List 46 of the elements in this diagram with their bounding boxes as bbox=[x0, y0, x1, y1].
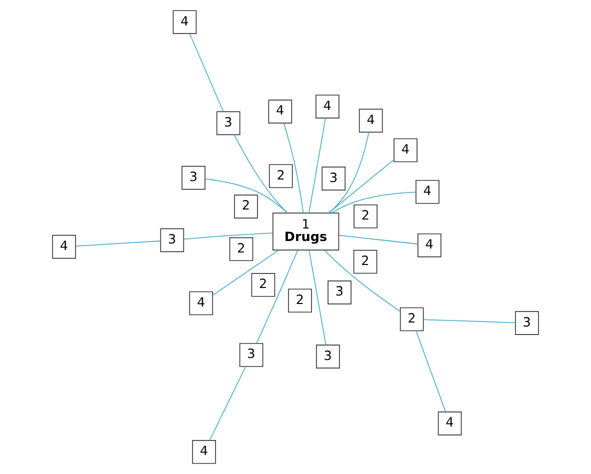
connector bbox=[324, 250, 401, 312]
node-box: 4 bbox=[268, 100, 292, 124]
node-box: 3 bbox=[328, 280, 352, 304]
node-box: 3 bbox=[182, 166, 206, 190]
node-box: 4 bbox=[418, 233, 442, 258]
connector bbox=[209, 366, 246, 440]
node-box: 3 bbox=[239, 343, 264, 367]
node-box: 2 bbox=[268, 164, 293, 188]
connector bbox=[212, 250, 279, 296]
connector bbox=[423, 319, 516, 324]
node-box: 2 bbox=[229, 237, 254, 262]
node-box: 4 bbox=[416, 180, 440, 204]
node-box: 3 bbox=[216, 111, 240, 136]
node-box: 2 bbox=[288, 288, 312, 313]
connector bbox=[75, 240, 161, 247]
node-box: 4 bbox=[192, 440, 216, 464]
node-box: 4 bbox=[394, 138, 418, 162]
node-box: 4 bbox=[52, 234, 76, 259]
node-box: 1 Drugs bbox=[272, 212, 340, 250]
connector bbox=[183, 232, 274, 240]
node-box: 4 bbox=[172, 10, 197, 34]
connector bbox=[234, 134, 288, 214]
node-box: 4 bbox=[316, 94, 340, 119]
connector bbox=[204, 178, 288, 214]
node-box: 3 bbox=[160, 228, 184, 252]
connector bbox=[416, 330, 446, 412]
node-box: 3 bbox=[515, 311, 539, 335]
node-box: 2 bbox=[234, 194, 258, 218]
node-box: 2 bbox=[353, 250, 378, 274]
connector bbox=[328, 159, 394, 214]
connector bbox=[338, 234, 418, 244]
connector bbox=[256, 250, 298, 344]
node-box: 4 bbox=[358, 108, 383, 133]
node-box: 3 bbox=[322, 166, 346, 190]
node-box: 2 bbox=[251, 272, 276, 297]
connector bbox=[308, 118, 326, 214]
connector bbox=[331, 192, 416, 214]
connector bbox=[308, 250, 326, 346]
node-box: 2 bbox=[354, 204, 378, 228]
connector bbox=[283, 122, 304, 214]
node-box: 4 bbox=[438, 412, 462, 436]
connector bbox=[189, 34, 224, 112]
connector bbox=[329, 132, 370, 214]
node-box: 3 bbox=[316, 344, 340, 368]
node-box: 2 bbox=[400, 307, 424, 332]
node-box: 4 bbox=[189, 291, 213, 316]
